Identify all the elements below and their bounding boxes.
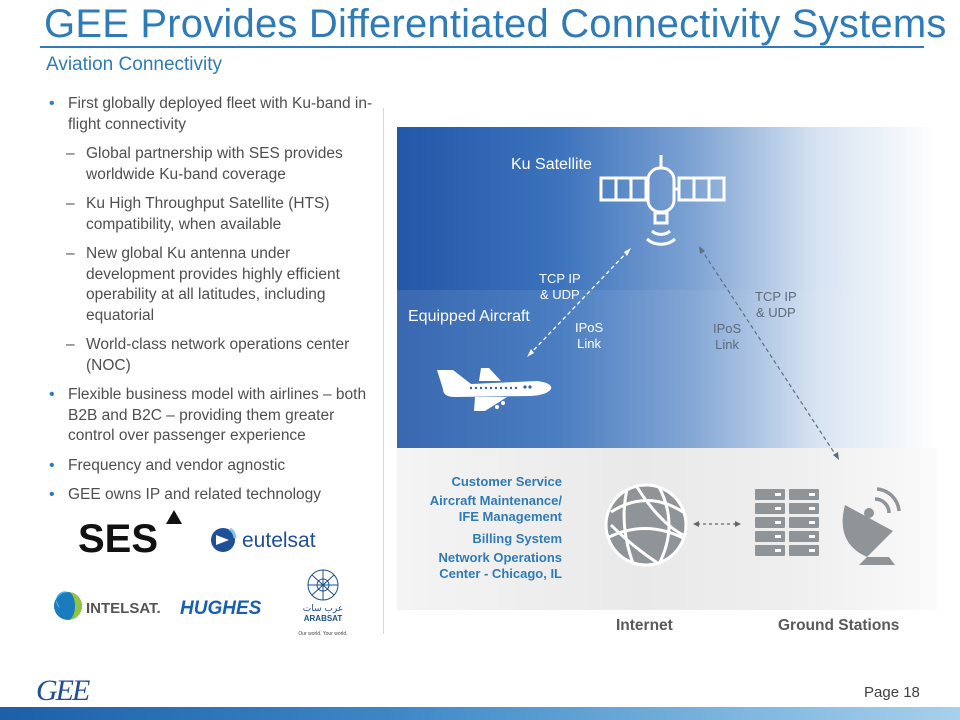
diagram-graphics — [437, 155, 901, 567]
service-noc: Network Operations Center - Chicago, IL — [397, 550, 562, 582]
tcp-label-right-line1: TCP IP — [755, 289, 797, 304]
aircraft-icon — [437, 368, 552, 411]
bullet-item: GEE owns IP and related technology — [44, 485, 380, 506]
gee-logo-text: GEE — [36, 674, 90, 704]
bullet-list: First globally deployed fleet with Ku-ba… — [44, 94, 380, 515]
sub-bullet-item: World-class network operations center (N… — [44, 335, 380, 376]
ipos-label-left: IPoS Link — [575, 320, 603, 352]
eutelsat-logo: eutelsat — [211, 527, 316, 552]
eutelsat-logo-text: eutelsat — [242, 529, 316, 552]
intelsat-logo-text: INTELSAT. — [86, 600, 161, 617]
satellite-dish-icon — [842, 487, 901, 565]
hughes-logo-text: HUGHES — [180, 598, 262, 618]
satellite-ground-link — [700, 248, 838, 458]
bullet-item: First globally deployed fleet with Ku-ba… — [44, 94, 380, 135]
bullet-item: Flexible business model with airlines – … — [44, 385, 380, 447]
arabsat-arabic-text: عرب سات — [303, 604, 343, 614]
sub-bullet-item: New global Ku antenna under development … — [44, 244, 380, 326]
page-title: GEE Provides Differentiated Connectivity… — [44, 2, 947, 46]
satellite-icon — [599, 155, 726, 246]
ipos-label-left-line1: IPoS — [575, 320, 604, 335]
ipos-label-right-line1: IPoS — [713, 321, 742, 336]
ground-stations-label: Ground Stations — [778, 617, 900, 634]
arabsat-logo-text: ARABSAT — [304, 614, 343, 623]
hughes-logo: HUGHES — [180, 598, 262, 618]
ipos-label-right: IPoS Link — [713, 321, 741, 353]
tcp-label-left-line2: & UDP — [539, 287, 580, 302]
aircraft-satellite-link — [528, 249, 630, 356]
intelsat-logo: INTELSAT. — [54, 591, 161, 620]
tcp-label-right-line2: & UDP — [755, 305, 796, 320]
tcp-label-left-line1: TCP IP — [539, 271, 581, 286]
footer-bar — [0, 707, 960, 720]
tcp-label-left: TCP IP & UDP — [539, 271, 581, 303]
internet-label: Internet — [616, 617, 673, 634]
ses-logo: SES — [78, 510, 182, 556]
title-underline — [40, 46, 924, 48]
service-customer-service: Customer Service — [451, 474, 562, 489]
arabsat-logo: عرب سات ARABSAT Our world. Your world. — [298, 569, 348, 637]
ku-satellite-label: Ku Satellite — [511, 156, 592, 173]
connectivity-diagram: Ku Satellite Equipped Aircraft TCP IP & … — [397, 127, 937, 610]
tcp-label-right: TCP IP & UDP — [755, 289, 797, 321]
vertical-divider — [383, 108, 384, 634]
server-rack-icon — [755, 489, 819, 556]
globe-icon — [604, 483, 688, 567]
equipped-aircraft-label: Equipped Aircraft — [408, 308, 530, 325]
page-subtitle: Aviation Connectivity — [46, 54, 223, 75]
ipos-label-left-line2: Link — [577, 336, 602, 351]
sub-bullet-item: Ku High Throughput Satellite (HTS) compa… — [44, 194, 380, 235]
ipos-label-right-line2: Link — [715, 337, 740, 352]
service-aircraft-maintenance-line2: IFE Management — [458, 509, 562, 524]
bullet-item: Frequency and vendor agnostic — [44, 456, 380, 477]
sub-bullet-item: Global partnership with SES provides wor… — [44, 144, 380, 185]
service-noc-line1: Network Operations — [438, 550, 562, 565]
service-noc-line2: Center - Chicago, IL — [439, 566, 562, 581]
service-aircraft-maintenance-line1: Aircraft Maintenance/ — [429, 493, 562, 508]
gee-company-logo: GEE — [36, 674, 92, 704]
arabsat-tagline: Our world. Your world. — [298, 631, 347, 637]
service-billing: Billing System — [472, 531, 562, 546]
service-aircraft-maintenance: Aircraft Maintenance/ IFE Management — [397, 493, 562, 525]
page-number: Page 18 — [864, 684, 920, 701]
ses-logo-text: SES — [78, 517, 158, 556]
